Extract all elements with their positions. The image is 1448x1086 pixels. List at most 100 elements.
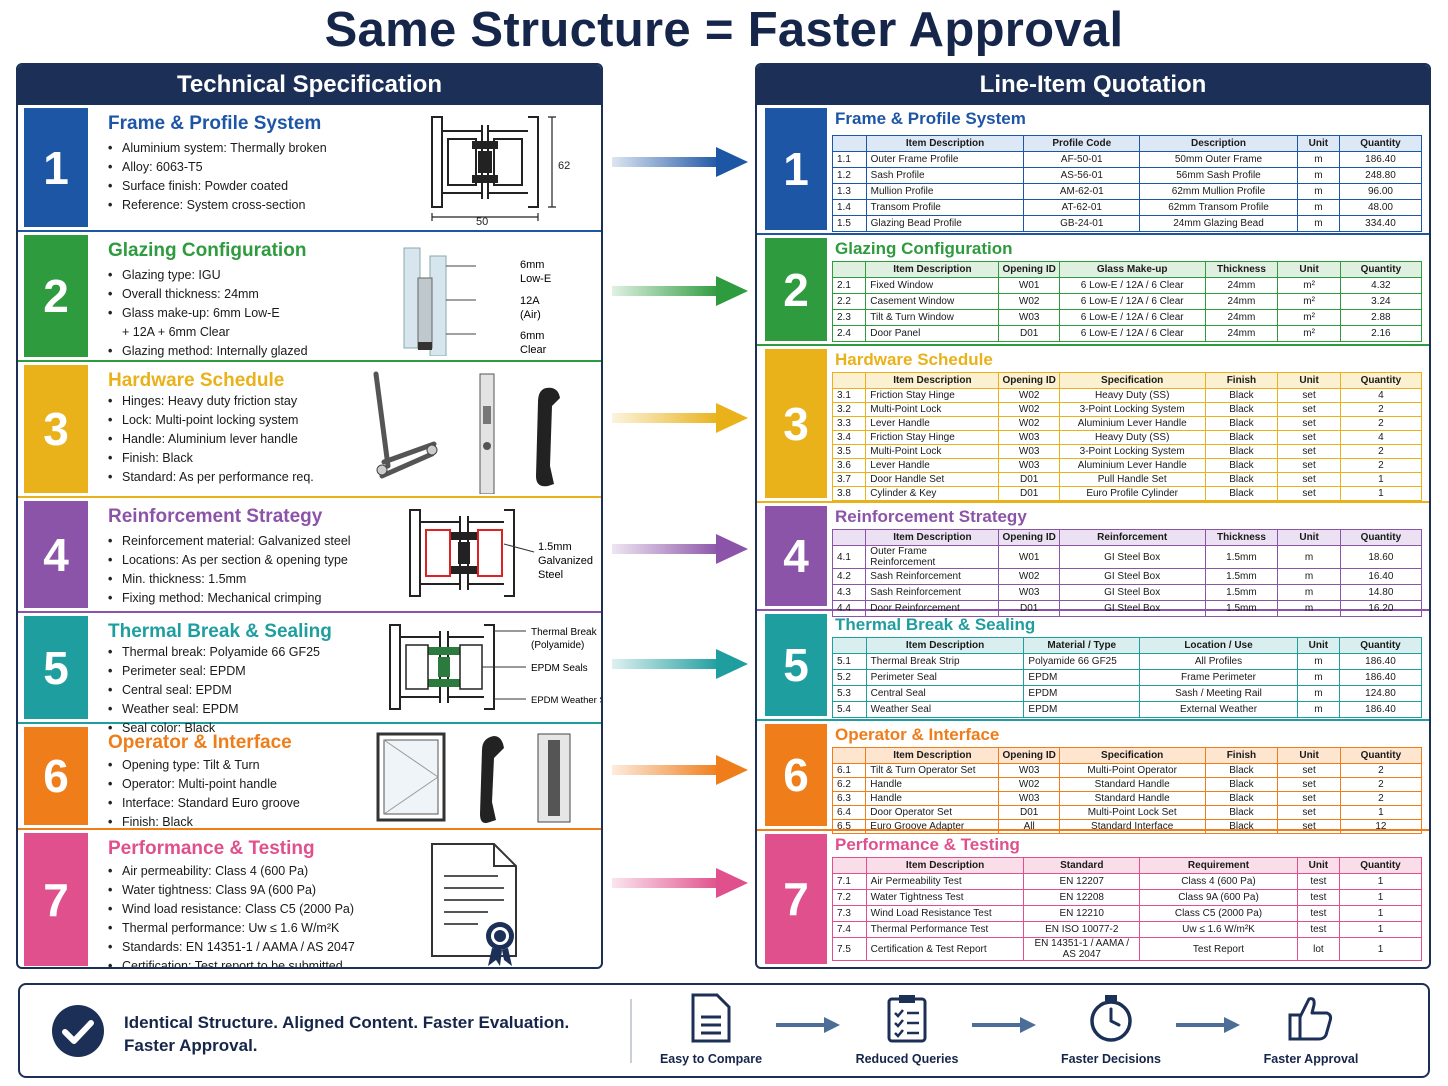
table-cell: EPDM bbox=[1023, 701, 1141, 718]
section-number-badge: 4 bbox=[765, 506, 827, 606]
spec-bullet: Alloy: 6063-T5 bbox=[108, 158, 327, 177]
quote-section-title: Hardware Schedule bbox=[835, 350, 993, 369]
table-cell: m bbox=[1277, 568, 1341, 585]
table-cell: W03 bbox=[998, 309, 1060, 326]
quote-column-header: Reinforcement bbox=[1058, 529, 1206, 546]
table-cell: D01 bbox=[998, 325, 1060, 342]
table-cell: EN 12208 bbox=[1023, 889, 1141, 906]
svg-text:Galvanized: Galvanized bbox=[538, 555, 593, 567]
spec-bullet: Glazing type: IGU bbox=[108, 266, 308, 285]
spec-bullet: Air permeability: Class 4 (600 Pa) bbox=[108, 862, 355, 881]
quote-column-header: Thickness bbox=[1204, 261, 1279, 278]
table-cell: 1 bbox=[1339, 805, 1423, 820]
quote-column-header: Finish bbox=[1204, 747, 1279, 764]
table-cell: 1.4 bbox=[832, 199, 867, 216]
table-cell: 2 bbox=[1339, 444, 1423, 459]
table-cell: 6 Low-E / 12A / 6 Clear bbox=[1058, 325, 1206, 342]
table-cell: m bbox=[1296, 183, 1340, 200]
table-cell: 4 bbox=[1339, 388, 1423, 403]
quote-column-header: Unit bbox=[1296, 857, 1340, 874]
table-cell: 16.20 bbox=[1339, 600, 1423, 617]
table-cell: Euro Profile Cylinder bbox=[1058, 486, 1206, 501]
table-cell: GI Steel Box bbox=[1058, 584, 1206, 601]
table-cell: set bbox=[1277, 402, 1341, 417]
table-cell: EN ISO 10077-2 bbox=[1023, 921, 1141, 938]
spec-section-title: Thermal Break & Sealing bbox=[108, 621, 332, 642]
table-cell: Multi-Point Operator bbox=[1058, 763, 1206, 778]
spec-section-thermal-break-and-sealing: 5 Thermal Break & Sealing Thermal break:… bbox=[18, 613, 601, 735]
table-cell: 5.1 bbox=[832, 653, 867, 670]
page-title: Same Structure = Faster Approval bbox=[324, 3, 1124, 57]
spec-section-operator-and-interface: 6 Operator & Interface Opening type: Til… bbox=[18, 724, 601, 830]
spec-bullet: Locations: As per section & opening type bbox=[108, 551, 351, 570]
spec-bullet: Wind load resistance: Class C5 (2000 Pa) bbox=[108, 900, 355, 919]
table-cell: 1.5 bbox=[832, 215, 867, 232]
table-cell: lot bbox=[1296, 937, 1340, 961]
table-cell: 186.40 bbox=[1338, 701, 1423, 718]
arrow-icon bbox=[612, 755, 748, 785]
table-cell: External Weather bbox=[1139, 701, 1298, 718]
stopwatch-icon bbox=[1090, 995, 1132, 1042]
table-cell: AF-50-01 bbox=[1023, 151, 1141, 168]
table-cell: Standard Handle bbox=[1058, 791, 1206, 806]
table-cell: W01 bbox=[998, 545, 1060, 569]
footer-item-faster-decisions: Faster Decisions bbox=[1046, 993, 1176, 1066]
spec-illustration-reinforcement-strategy: 1.5mm Galvanized Steel bbox=[406, 504, 601, 609]
footer-divider bbox=[630, 999, 632, 1063]
table-cell: Cylinder & Key bbox=[865, 486, 1000, 501]
table-cell: 6 Low-E / 12A / 6 Clear bbox=[1058, 309, 1206, 326]
table-cell: Wind Load Resistance Test bbox=[865, 905, 1025, 922]
quote-column-header: Unit bbox=[1277, 747, 1341, 764]
table-cell: D01 bbox=[998, 486, 1060, 501]
table-cell: set bbox=[1277, 777, 1341, 792]
quote-section-frame-and-profile-system: 1 Frame & Profile System Item Descriptio… bbox=[757, 105, 1429, 235]
table-cell: set bbox=[1277, 763, 1341, 778]
table-cell: Black bbox=[1204, 458, 1279, 473]
arrow-icon bbox=[972, 1015, 1042, 1035]
table-cell: m bbox=[1296, 669, 1340, 686]
table-cell: 4.32 bbox=[1339, 277, 1423, 294]
table-cell: W03 bbox=[998, 430, 1060, 445]
table-cell: 6 Low-E / 12A / 6 Clear bbox=[1058, 277, 1206, 294]
table-cell: m bbox=[1277, 584, 1341, 601]
section-number-badge: 3 bbox=[24, 365, 88, 493]
quote-column-header: Quantity bbox=[1339, 747, 1423, 764]
table-cell: Black bbox=[1204, 444, 1279, 459]
section-number-badge: 5 bbox=[24, 616, 88, 719]
spec-bullet: Interface: Standard Euro groove bbox=[108, 794, 300, 813]
table-cell: set bbox=[1277, 388, 1341, 403]
table-cell: Perimeter Seal bbox=[865, 669, 1025, 686]
section-number-badge: 6 bbox=[765, 724, 827, 826]
table-cell: 248.80 bbox=[1338, 167, 1423, 184]
table-cell: Friction Stay Hinge bbox=[865, 430, 1000, 445]
quote-column-header: Opening ID bbox=[998, 372, 1060, 389]
table-cell: GB-24-01 bbox=[1023, 215, 1141, 232]
table-cell: W02 bbox=[998, 777, 1060, 792]
section-number-badge: 3 bbox=[765, 349, 827, 498]
table-cell: 124.80 bbox=[1338, 685, 1423, 702]
quote-column-header: Quantity bbox=[1338, 135, 1423, 152]
arrow-icon bbox=[612, 534, 748, 564]
arrow-icon bbox=[612, 147, 748, 177]
table-cell: 2.4 bbox=[831, 325, 867, 342]
spec-section-hardware-schedule: 3 Hardware Schedule Hinges: Heavy duty f… bbox=[18, 362, 601, 498]
table-cell: Handle bbox=[865, 791, 1000, 806]
quote-column-header: Quantity bbox=[1338, 637, 1423, 654]
table-cell: 16.40 bbox=[1339, 568, 1423, 585]
svg-text:Low-E: Low-E bbox=[520, 273, 551, 285]
quote-column-header: Unit bbox=[1296, 637, 1340, 654]
arrow-icon bbox=[776, 1015, 846, 1035]
table-cell: W02 bbox=[998, 388, 1060, 403]
spec-bullet-list: Reinforcement material: Galvanized steel… bbox=[108, 532, 351, 608]
table-cell: AS-56-01 bbox=[1023, 167, 1141, 184]
table-cell: 3.6 bbox=[831, 458, 867, 473]
table-cell: W03 bbox=[998, 458, 1060, 473]
quote-section-title: Reinforcement Strategy bbox=[835, 507, 1027, 526]
